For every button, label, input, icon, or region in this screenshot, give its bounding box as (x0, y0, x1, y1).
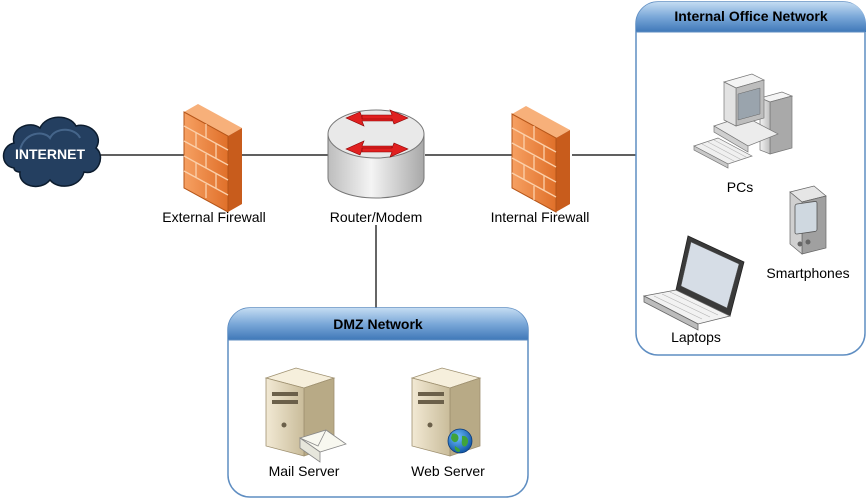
router-arrows-icon (345, 109, 409, 158)
external-firewall-icon (183, 104, 242, 213)
smartphones-label: Smartphones (766, 265, 849, 281)
internal-firewall-icon (511, 106, 570, 213)
web-server-icon (410, 367, 482, 457)
external-firewall-label: External Firewall (162, 209, 265, 225)
internal-office-network-title: Internal Office Network (674, 8, 827, 24)
internet-label: INTERNET (15, 146, 85, 162)
mail-server-label: Mail Server (269, 463, 340, 479)
laptop-icon (642, 235, 745, 331)
globe-icon (447, 428, 473, 454)
laptops-label: Laptops (671, 329, 721, 345)
envelope-icon (299, 429, 347, 463)
router-icon (327, 109, 425, 199)
pc-icon (693, 73, 794, 169)
mail-server-icon (264, 367, 347, 463)
internet-cloud-icon: INTERNET (2, 116, 102, 188)
router-label: Router/Modem (330, 209, 423, 225)
web-server-label: Web Server (411, 463, 485, 479)
pcs-label: PCs (727, 179, 753, 195)
smartphone-icon (789, 185, 827, 255)
dmz-network-title: DMZ Network (333, 316, 423, 332)
connection-lines (98, 154, 636, 308)
internal-firewall-label: Internal Firewall (491, 209, 590, 225)
